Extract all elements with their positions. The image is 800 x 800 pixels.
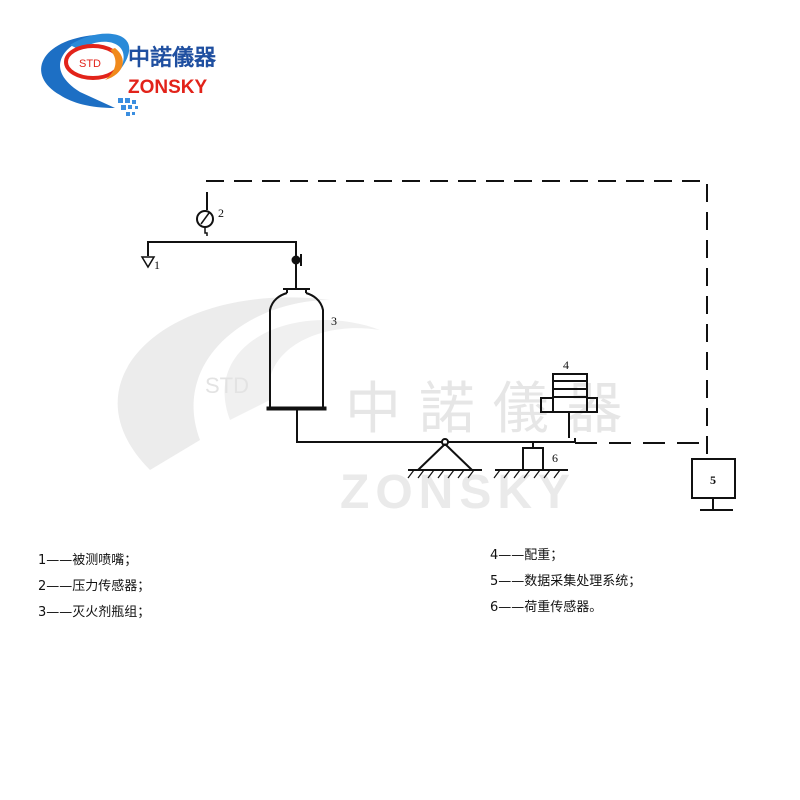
label-1: 1 xyxy=(154,258,160,272)
valve-icon xyxy=(291,255,301,265)
counterweight xyxy=(540,373,598,413)
pivot-support xyxy=(417,443,473,471)
legend-item: 1——被测喷嘴； xyxy=(38,553,138,568)
legend-item: 5——数据采集处理系统； xyxy=(490,574,642,589)
legend-right: 4——配重； 5——数据采集处理系统； 6——荷重传感器。 xyxy=(490,543,641,621)
label-6: 6 xyxy=(552,451,558,465)
watermark-cn: 中 諾 儀 器 xyxy=(345,377,622,442)
cylinder xyxy=(269,288,324,408)
signal-line-pressure xyxy=(206,180,708,458)
pipe xyxy=(147,241,297,288)
watermark-badge: STD xyxy=(205,373,249,398)
legend-item: 4——配重； xyxy=(490,548,564,563)
label-4: 4 xyxy=(563,358,569,372)
logo-badge: STD xyxy=(79,58,101,70)
watermark: STD 中 諾 儀 器 ZONSKY xyxy=(117,297,622,519)
label-5: 5 xyxy=(710,473,716,487)
logo: STD 中諾儀器 ZONSKY xyxy=(41,33,217,116)
label-2: 2 xyxy=(218,206,224,220)
legend-item: 3——灭火剂瓶组； xyxy=(38,605,151,620)
watermark-en: ZONSKY xyxy=(340,466,576,519)
label-3: 3 xyxy=(331,314,337,328)
logo-en: ZONSKY xyxy=(128,77,208,98)
legend-item: 6——荷重传感器。 xyxy=(490,600,603,615)
legend-item: 2——压力传感器； xyxy=(38,579,151,594)
logo-cn: 中諾儀器 xyxy=(128,45,217,71)
daq-stand xyxy=(700,498,733,511)
legend-left: 1——被测喷嘴； 2——压力传感器； 3——灭火剂瓶组； xyxy=(38,548,150,626)
nozzle-icon xyxy=(140,256,156,269)
lever-beam xyxy=(296,410,576,443)
